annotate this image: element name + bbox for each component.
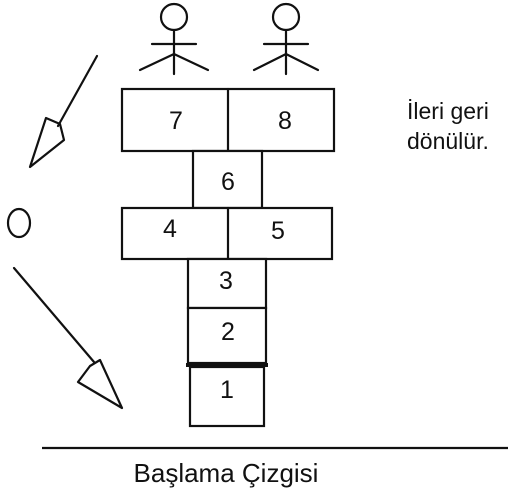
hopscotch-square-1 bbox=[188, 365, 266, 428]
start-line-label: Başlama Çizgisi bbox=[134, 458, 319, 488]
circle-stone-icon bbox=[6, 207, 32, 239]
square-2-label: 2 bbox=[221, 318, 235, 346]
person-icon bbox=[138, 2, 210, 76]
hopscotch-square-2 bbox=[186, 306, 268, 365]
arrow-down-right-icon bbox=[12, 266, 124, 410]
square-5-label: 5 bbox=[271, 217, 285, 245]
square-8-label: 8 bbox=[278, 107, 292, 135]
square-1-label: 1 bbox=[220, 376, 234, 404]
arrow-down-left-icon bbox=[28, 54, 99, 169]
square-6-label: 6 bbox=[221, 168, 235, 196]
person-icon bbox=[252, 2, 320, 76]
side-note-line-1: İleri geri bbox=[407, 98, 489, 124]
square-3-label: 3 bbox=[219, 267, 233, 295]
side-note-line-2: dönülür. bbox=[407, 128, 489, 154]
square-7-label: 7 bbox=[169, 107, 183, 135]
square-4-label: 4 bbox=[163, 215, 177, 243]
